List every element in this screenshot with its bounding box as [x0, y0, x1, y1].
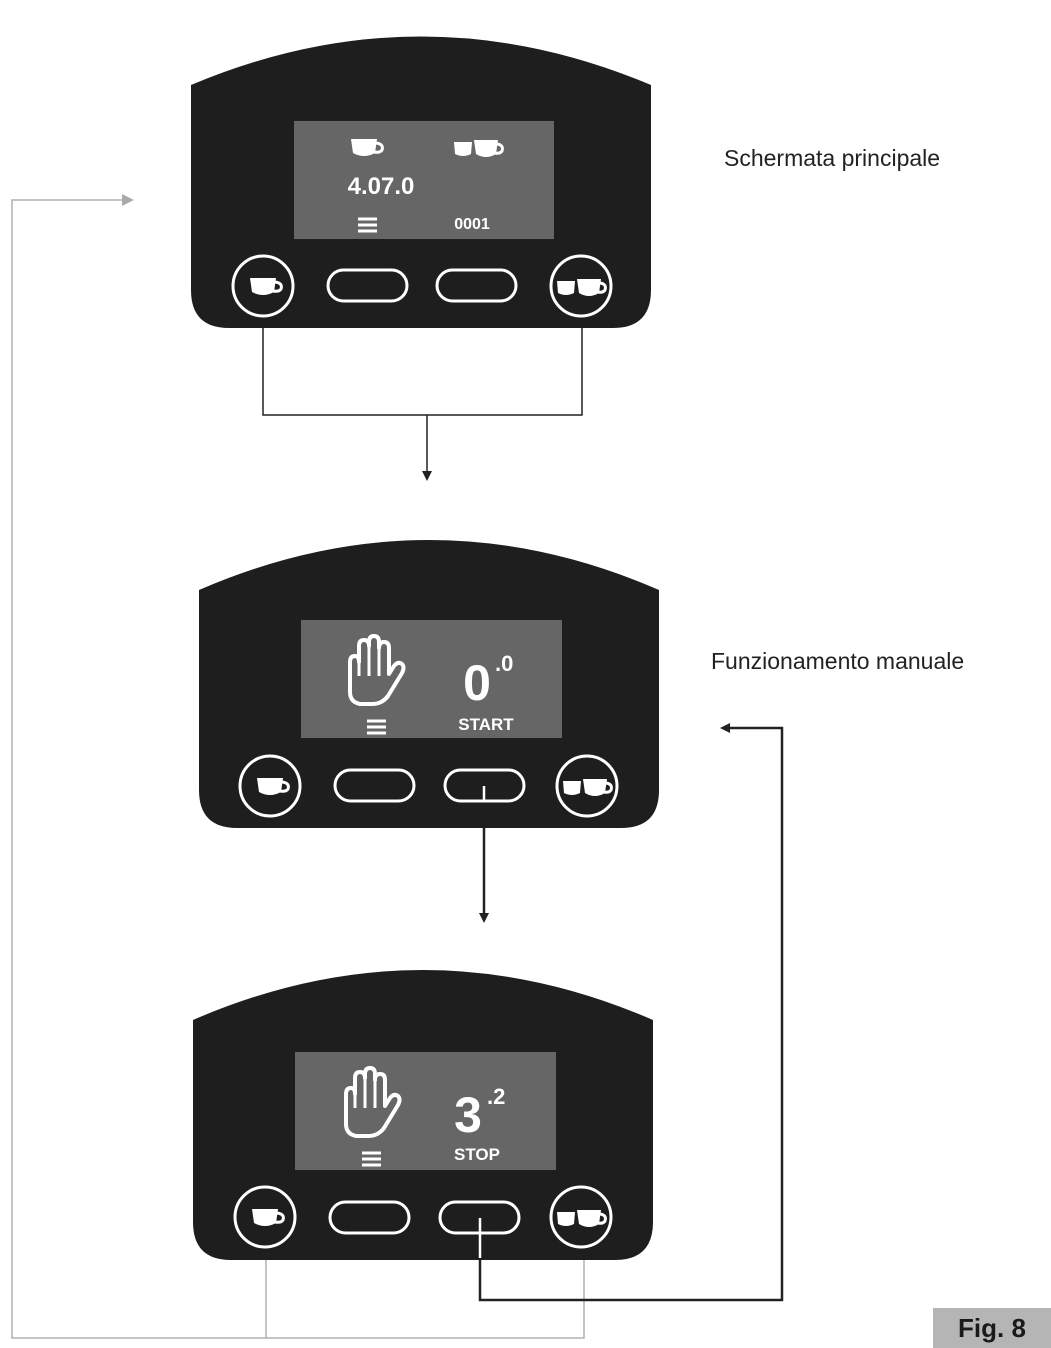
double-cup-button[interactable] [549, 1185, 613, 1249]
menu-icon [358, 217, 377, 233]
double-cup-button[interactable] [555, 754, 619, 818]
display-screen [294, 121, 554, 239]
start-button[interactable] [443, 768, 526, 803]
manual-mode-caption: Funzionamento manuale [711, 648, 965, 674]
dose-value-decimal: .0 [495, 651, 513, 676]
return-to-main-connector [11, 194, 585, 1339]
control-panel-manual: 0 .0 START [199, 540, 659, 828]
display-screen [295, 1052, 556, 1170]
dose-value-decimal: .2 [487, 1084, 505, 1109]
control-panel-running: 3 .2 STOP [193, 970, 653, 1260]
right-soft-button[interactable] [435, 268, 518, 303]
single-cup-button[interactable] [238, 754, 302, 818]
double-cup-button[interactable] [549, 254, 613, 318]
main-screen-caption: Schermata principale [724, 145, 941, 171]
single-cup-button[interactable] [231, 254, 295, 318]
menu-icon [362, 1151, 381, 1167]
stop-to-manual-connector [478, 723, 784, 1302]
left-soft-button[interactable] [326, 268, 409, 303]
dose-value-integer: 0 [463, 655, 491, 711]
start-label: START [458, 715, 514, 734]
left-soft-button[interactable] [328, 1200, 411, 1235]
left-soft-button[interactable] [333, 768, 416, 803]
version-text: 4.07.0 [348, 173, 415, 200]
figure-label: Fig. 8 [933, 1308, 1051, 1348]
control-panel-main: 4.07.0 0001 [191, 36, 651, 328]
double-cup-icon [452, 138, 504, 159]
stop-label: STOP [454, 1145, 500, 1164]
single-cup-button[interactable] [233, 1185, 297, 1249]
dose-value-integer: 3 [454, 1087, 482, 1143]
counter-text: 0001 [454, 216, 490, 233]
menu-icon [367, 719, 386, 735]
main-to-manual-connector [262, 316, 583, 481]
display-screen [301, 620, 562, 738]
